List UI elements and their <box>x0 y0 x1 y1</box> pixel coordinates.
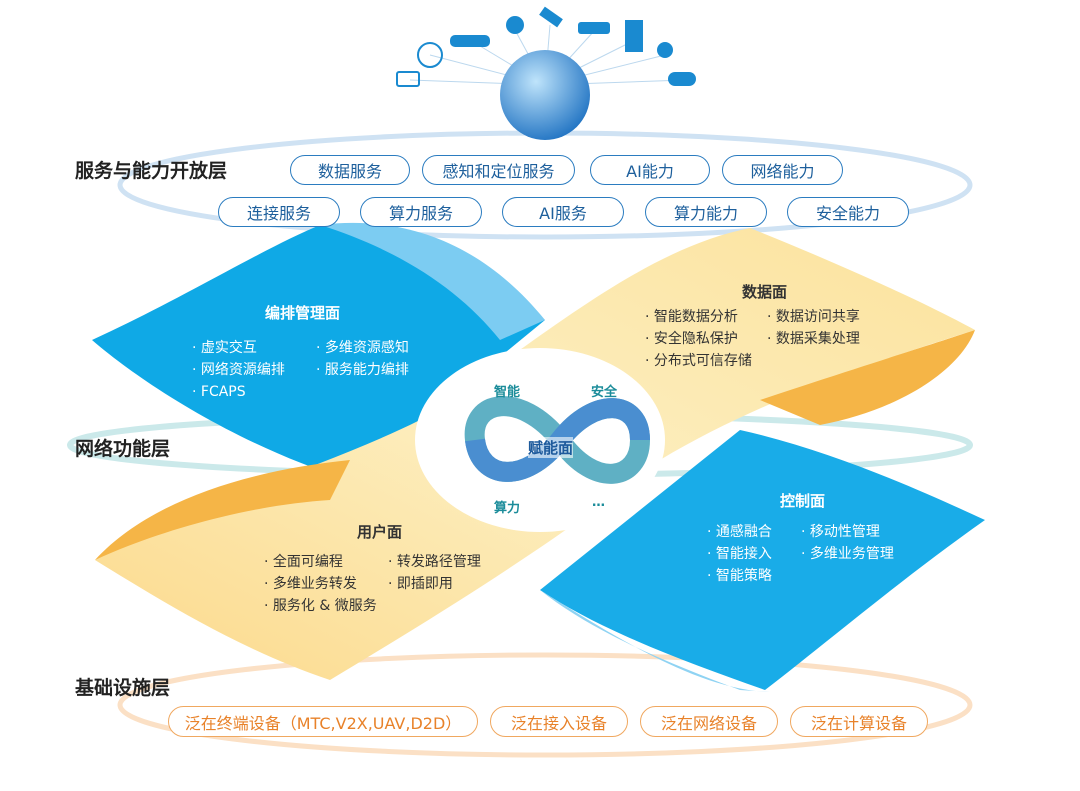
satellite-dish-icon <box>506 16 524 34</box>
orchestration-title: 编排管理面 <box>265 304 341 322</box>
infra-layer-label: 基础设施层 <box>75 677 171 699</box>
service-pill: AI服务 <box>502 197 624 227</box>
globe-small-icon <box>417 42 443 68</box>
list-item: 全面可编程 <box>264 551 374 573</box>
infra-pill: 泛在终端设备（MTC,V2X,UAV,D2D） <box>168 706 478 737</box>
enable-label-compute: 算力 <box>494 501 521 516</box>
service-pill: 安全能力 <box>787 197 909 227</box>
data-plane-title: 数据面 <box>742 283 788 301</box>
orchestration-plane-fold <box>320 222 545 340</box>
user-plane-items: 全面可编程 转发路径管理 多维业务转发 即插即用 服务化 & 微服务 <box>264 551 508 617</box>
list-item: 智能策略 <box>707 565 787 587</box>
user-plane-title: 用户面 <box>357 523 403 541</box>
list-item: 分布式可信存储 <box>645 350 877 372</box>
service-pill: AI能力 <box>590 155 710 185</box>
service-layer-label: 服务与能力开放层 <box>75 160 228 182</box>
yellow-band-fold-left <box>95 460 350 560</box>
enable-label-ai: 智能 <box>494 385 521 400</box>
monitor-icon <box>396 71 420 87</box>
control-plane-title: 控制面 <box>780 492 826 510</box>
list-item: 服务能力编排 <box>316 359 426 381</box>
list-item: 虚实交互 <box>192 337 302 359</box>
car-icon <box>450 35 490 47</box>
device-icons <box>396 6 696 87</box>
infra-pill: 泛在接入设备 <box>490 706 628 737</box>
yellow-band-fold-right <box>760 330 975 425</box>
infra-pill: 泛在网络设备 <box>640 706 778 737</box>
enable-label-security: 安全 <box>591 385 618 400</box>
service-pill: 算力能力 <box>645 197 767 227</box>
data-plane-items: 智能数据分析 数据访问共享 安全隐私保护 数据采集处理 分布式可信存储 <box>645 306 877 372</box>
control-plane-items: 通感融合 移动性管理 智能接入 多维业务管理 智能策略 <box>707 521 921 587</box>
list-item: 网络资源编排 <box>192 359 302 381</box>
ship-icon <box>578 22 610 34</box>
people-icon <box>657 42 673 58</box>
orchestration-items: 虚实交互 多维资源感知 网络资源编排 服务能力编排 FCAPS <box>192 337 426 403</box>
list-item: 数据访问共享 <box>767 306 877 328</box>
enable-label-more: … <box>592 495 605 510</box>
list-item: 智能数据分析 <box>645 306 753 328</box>
list-item: 数据采集处理 <box>767 328 877 350</box>
list-item: 多维业务转发 <box>264 573 374 595</box>
service-pill: 感知和定位服务 <box>422 155 575 185</box>
infra-pill: 泛在计算设备 <box>790 706 928 737</box>
list-item: 通感融合 <box>707 521 787 543</box>
gamepad-icon <box>668 72 696 86</box>
service-pill: 数据服务 <box>290 155 410 185</box>
service-pill: 算力服务 <box>360 197 482 227</box>
list-item: 移动性管理 <box>801 521 921 543</box>
list-item: 多维业务管理 <box>801 543 921 565</box>
satellite-icon <box>539 6 563 28</box>
globe-icon <box>500 50 590 140</box>
building-icon <box>625 20 643 52</box>
list-item: 智能接入 <box>707 543 787 565</box>
enable-plane-title: 赋能面 <box>528 437 574 458</box>
network-layer-label: 网络功能层 <box>75 438 171 460</box>
list-item: 即插即用 <box>388 573 508 595</box>
list-item: 安全隐私保护 <box>645 328 753 350</box>
list-item: FCAPS <box>192 381 302 403</box>
infra-layer-ring <box>117 652 973 758</box>
service-pill: 连接服务 <box>218 197 340 227</box>
service-pill: 网络能力 <box>722 155 843 185</box>
list-item: 多维资源感知 <box>316 337 426 359</box>
list-item: 转发路径管理 <box>388 551 508 573</box>
list-item: 服务化 & 微服务 <box>264 595 508 617</box>
